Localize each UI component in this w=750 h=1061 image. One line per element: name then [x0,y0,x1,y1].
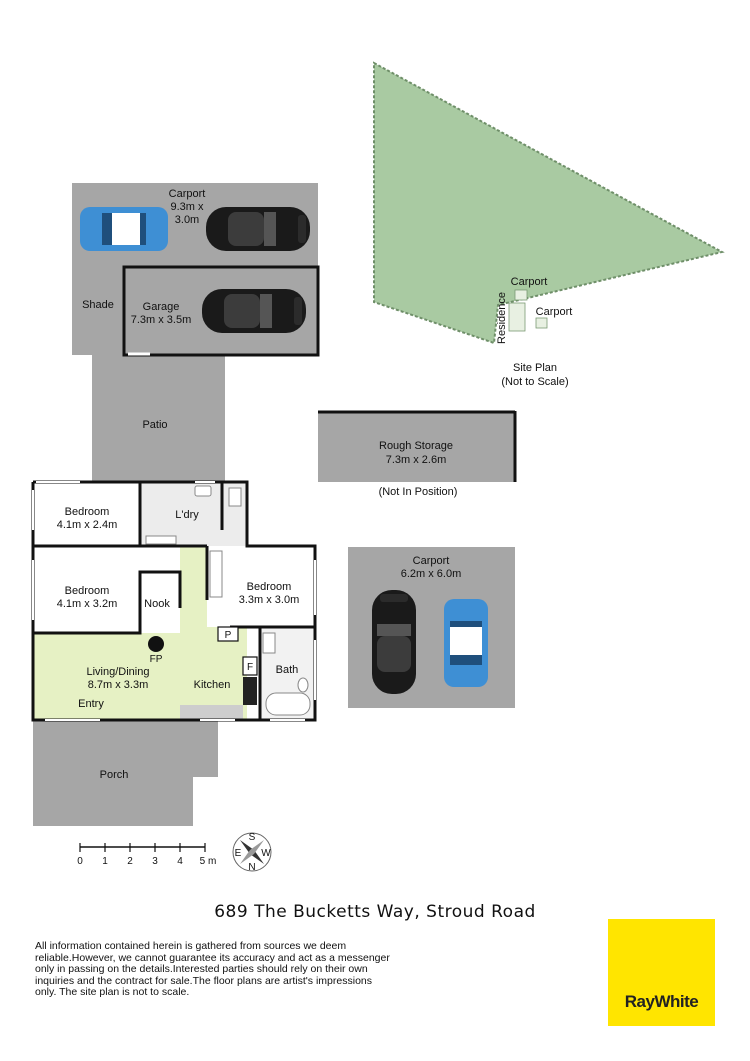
garage-label: Garage [143,301,180,313]
car-blue-carport [80,207,168,251]
bedroom2-label: Bedroom [65,585,110,597]
bedroom3-label: Bedroom [247,581,292,593]
car-blue-detached [444,599,488,687]
car-black-carport [206,207,310,251]
bedroom1-dims: 4.1m x 2.4m [57,519,118,531]
fireplace-icon [148,636,164,652]
site-plan-title: Site Plan [513,362,557,374]
raywhite-logo: RayWhite [608,919,715,1026]
compass-icon [232,832,272,872]
bath-label: Bath [276,664,299,676]
carport-dims-2: 3.0m [175,214,199,226]
site-carport-1: Carport [511,276,548,288]
site-plan-note: (Not to Scale) [501,376,568,388]
site-residence: Residence [496,292,508,344]
compass-w: W [261,848,271,859]
rough-storage [318,410,517,482]
kitchen-label: Kitchen [194,679,231,691]
pantry-box [217,626,239,642]
carport-dims-1: 9.3m x [170,201,204,213]
shade-label: Shade [82,299,114,311]
shower-icon [262,632,276,654]
stove-icon [243,677,257,705]
carport-label: Carport [169,188,206,200]
scale-tick-2: 2 [127,856,133,867]
garage-dims: 7.3m x 3.5m [131,314,192,326]
living-label: Living/Dining [87,666,150,678]
linen-icon [145,535,177,545]
compass-s: S [249,832,256,843]
scale-bar [79,843,206,852]
bedroom2-dims: 4.1m x 3.2m [57,598,118,610]
laundry-label: L'dry [175,509,199,521]
fridge-box [242,656,258,676]
fridge-label: F [247,662,253,673]
scale-tick-1: 1 [102,856,108,867]
bedroom1-label: Bedroom [65,506,110,518]
fireplace-label: FP [150,654,163,665]
scale-tick-5: 5 m [200,856,217,867]
scale-tick-0: 0 [77,856,83,867]
site-plan [373,61,725,345]
carport-garage-block [72,183,320,481]
rough-storage-dims: 7.3m x 2.6m [386,454,447,466]
rough-storage-label: Rough Storage [379,440,453,452]
car-black-garage [202,289,306,333]
detached-carport-dims: 6.2m x 6.0m [401,568,462,580]
compass-n: N [248,862,255,873]
disclaimer-text: All information contained herein is gath… [35,940,390,998]
brand-name: RayWhite [624,992,699,1011]
garage-walls [122,265,320,357]
laundry-sink-icon [194,485,212,497]
bedroom3-dims: 3.3m x 3.0m [239,594,300,606]
compass-e: E [235,848,242,859]
nook-label: Nook [144,598,170,610]
scale-tick-3: 3 [152,856,158,867]
scale-tick-4: 4 [177,856,183,867]
laundry-toilet-icon [228,487,242,507]
detached-carport [348,547,515,708]
house [31,480,317,826]
property-address: 689 The Bucketts Way, Stroud Road [214,902,536,922]
wardrobe-icon [209,550,223,598]
pantry-label: P [225,630,232,641]
detached-carport-label: Carport [413,555,450,567]
toilet-icon [297,677,309,693]
patio [92,355,225,481]
living-dims: 8.7m x 3.3m [88,679,149,691]
porch [33,720,218,826]
patio-label: Patio [142,419,167,431]
porch-label: Porch [100,769,129,781]
car-black-detached [372,590,416,694]
entry-label: Entry [78,698,104,710]
site-carport-2: Carport [536,306,573,318]
bathtub-icon [265,692,311,716]
rough-storage-note: (Not In Position) [379,486,458,498]
